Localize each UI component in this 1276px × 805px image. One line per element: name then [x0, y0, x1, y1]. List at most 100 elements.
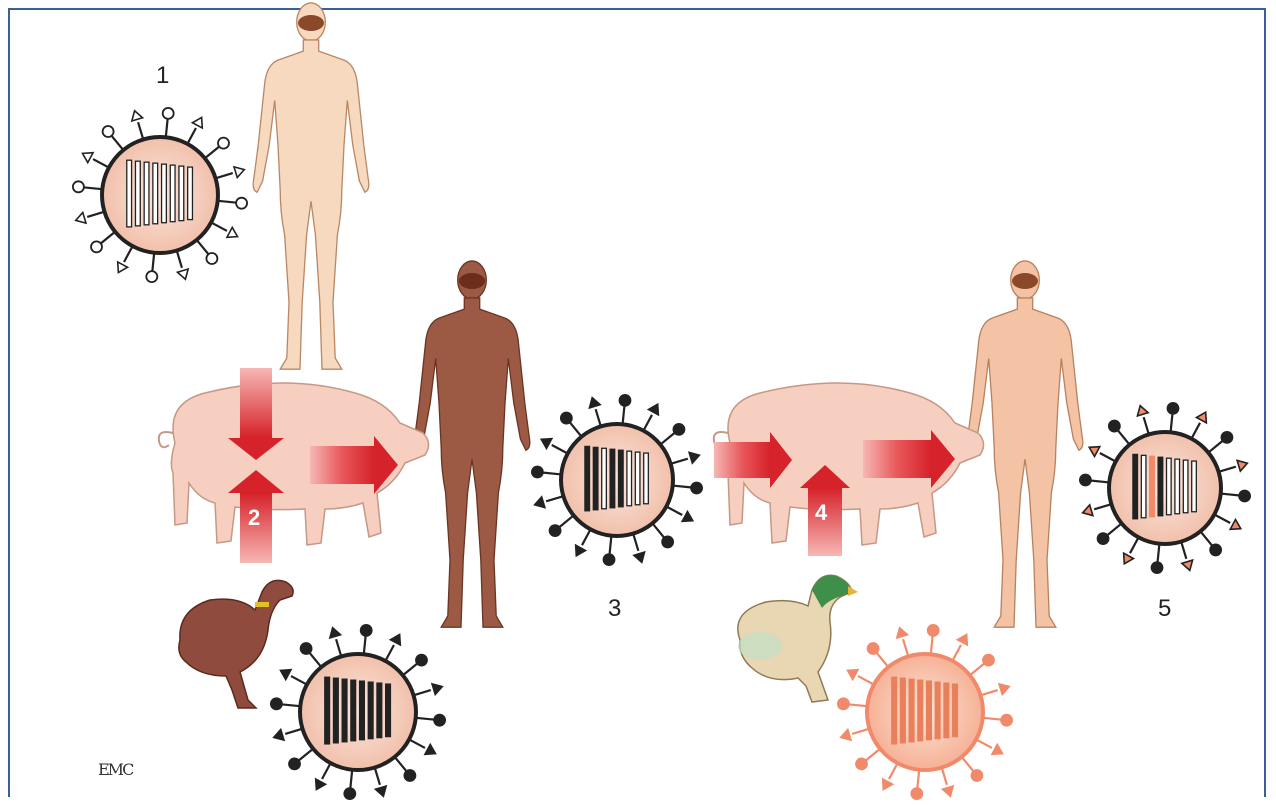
spike [1191, 412, 1206, 438]
spike [1098, 523, 1122, 544]
rna-segment [333, 678, 338, 743]
spike [1181, 542, 1192, 571]
spike [82, 153, 108, 168]
spike [1080, 475, 1109, 486]
hair-3 [1012, 273, 1038, 289]
virus-envelope [102, 137, 218, 253]
virus-envelope [1109, 432, 1221, 544]
rna-segment [644, 453, 649, 504]
spike [1083, 504, 1112, 515]
spike [103, 126, 124, 150]
spike [841, 729, 870, 740]
rna-segment [602, 448, 607, 508]
spike [344, 770, 355, 799]
spike [271, 698, 300, 709]
spike [197, 240, 218, 264]
virus-particle-1 [73, 108, 247, 282]
virus-particle-2 [271, 625, 445, 799]
spike [414, 684, 443, 695]
spike [576, 529, 591, 555]
human-figure-2 [414, 261, 530, 627]
spike [856, 749, 880, 770]
spike [619, 395, 630, 424]
rna-segment [188, 167, 193, 219]
spike [316, 763, 331, 789]
rna-segment [153, 163, 158, 224]
spike [361, 625, 372, 654]
spike [652, 523, 673, 547]
spike [1214, 514, 1240, 529]
rna-segment [918, 680, 923, 741]
spike [589, 398, 600, 427]
spike [643, 404, 658, 430]
rna-segment [635, 452, 640, 505]
spike [1152, 544, 1163, 573]
spike [301, 643, 322, 667]
hair-1 [298, 15, 324, 31]
spike [395, 757, 416, 781]
spike [976, 739, 1002, 754]
rna-segment [170, 165, 175, 222]
spike [1089, 447, 1115, 462]
spike [132, 111, 143, 140]
spike [1109, 421, 1130, 445]
spike [1200, 531, 1221, 555]
rna-segment [325, 677, 330, 744]
spike [1124, 537, 1139, 563]
spike [205, 138, 229, 159]
rna-segment [1133, 454, 1138, 518]
rna-segment [619, 450, 624, 507]
spike [671, 452, 700, 463]
rna-segment [935, 682, 940, 739]
spike [942, 768, 953, 797]
spike [1221, 490, 1250, 501]
rna-segment [900, 678, 905, 743]
spike [981, 684, 1010, 695]
spike [838, 698, 867, 709]
rna-segment [1183, 460, 1188, 513]
spike [118, 246, 133, 272]
hair-2 [459, 273, 485, 289]
spike [409, 739, 435, 754]
spike [928, 625, 939, 654]
emc-logo: EMC [98, 760, 132, 779]
spike [970, 655, 994, 676]
duck-collar [255, 602, 269, 607]
duck-brown [179, 580, 293, 708]
spike [216, 167, 245, 178]
rna-segment [1158, 457, 1163, 516]
rna-segment [1192, 461, 1197, 512]
rna-segment [162, 164, 167, 223]
rna-segment [953, 684, 958, 736]
rna-segment [179, 166, 184, 221]
spike [163, 108, 174, 137]
spike [535, 496, 564, 507]
rna-segment [927, 681, 932, 740]
spike [1167, 403, 1178, 432]
spike [211, 222, 237, 237]
rna-segment [909, 679, 914, 742]
rna-segment [627, 451, 632, 506]
rna-segment [585, 446, 590, 510]
rna-segment [1141, 455, 1146, 517]
virus-envelope [300, 654, 416, 770]
step-label-5: 5 [1158, 595, 1171, 623]
spike [73, 181, 102, 192]
spike [289, 749, 313, 770]
spike [847, 670, 873, 685]
spike [633, 534, 644, 563]
spike [911, 770, 922, 799]
spike [218, 198, 247, 209]
virus-envelope [561, 424, 673, 536]
spike [868, 643, 889, 667]
spike [416, 715, 445, 726]
spike [883, 763, 898, 789]
rna-segment [368, 682, 373, 739]
rna-segment [144, 162, 149, 225]
spike [604, 536, 615, 565]
virus-particle-3 [532, 395, 702, 565]
rna-segment [386, 684, 391, 736]
human-figure-3 [967, 261, 1083, 627]
spike [146, 253, 157, 282]
spike [330, 628, 341, 657]
